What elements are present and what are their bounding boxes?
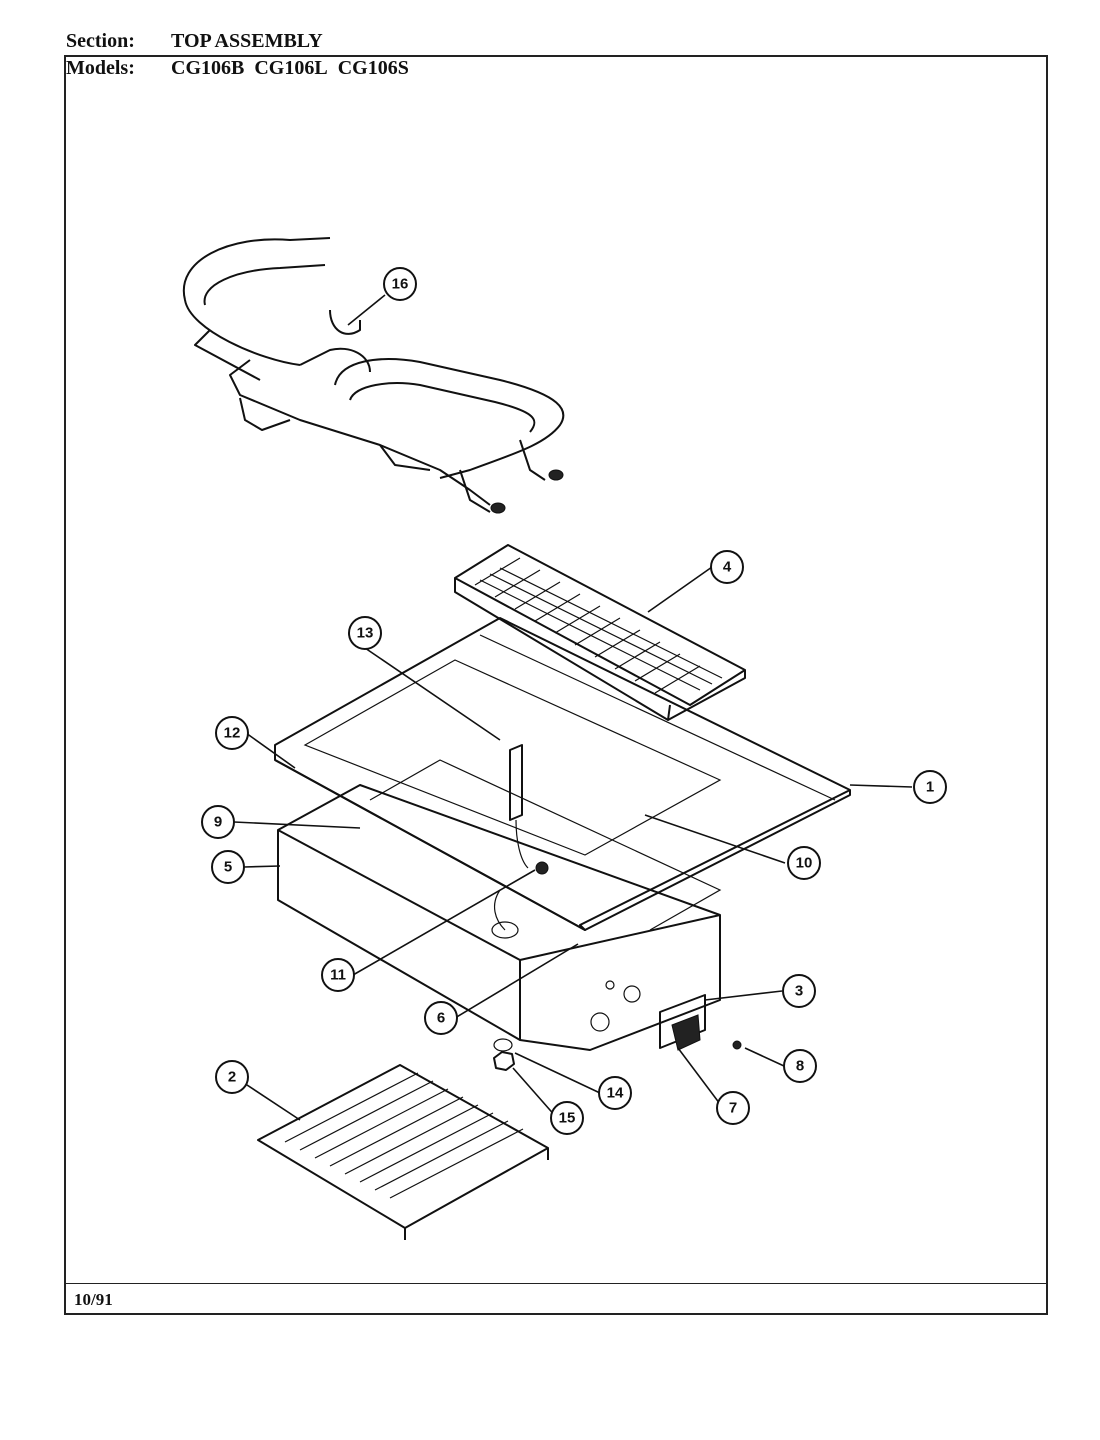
svg-text:1: 1 (926, 779, 934, 796)
callout-2: 2 (215, 1060, 249, 1094)
svg-text:16: 16 (392, 276, 409, 293)
svg-text:8: 8 (796, 1058, 804, 1075)
svg-text:7: 7 (729, 1100, 737, 1117)
callout-7: 7 (716, 1091, 750, 1125)
model-number: CG106S (337, 57, 409, 79)
callout-14: 14 (598, 1076, 632, 1110)
callout-10: 10 (787, 846, 821, 880)
callout-1: 1 (913, 770, 947, 804)
svg-text:6: 6 (437, 1010, 445, 1027)
svg-text:13: 13 (357, 625, 374, 642)
burner-assembly (182, 237, 565, 514)
section-title: TOP ASSEMBLY (171, 30, 323, 52)
top-frame (274, 617, 851, 931)
svg-text:10: 10 (796, 855, 813, 872)
callout-6: 6 (424, 1001, 458, 1035)
callout-11: 11 (321, 958, 355, 992)
callout-3: 3 (782, 974, 816, 1008)
svg-text:2: 2 (228, 1069, 236, 1086)
model-number: CG106B (171, 57, 245, 79)
models-heading: Models: CG106B CG106L CG106S (66, 57, 419, 80)
models-list: CG106B CG106L CG106S (171, 57, 419, 80)
igniter-and-valve (493, 744, 549, 931)
svg-text:4: 4 (723, 559, 732, 576)
callout-9: 9 (201, 805, 235, 839)
top-grate (454, 544, 746, 721)
control-bracket (659, 994, 742, 1051)
section-label: Section: (66, 30, 135, 52)
leader-lines (233, 294, 913, 1121)
revision-date: 10/91 (74, 1290, 113, 1309)
models-label: Models: (66, 57, 135, 79)
callout-4: 4 (710, 550, 744, 584)
svg-text:14: 14 (607, 1085, 624, 1102)
svg-text:9: 9 (214, 814, 222, 831)
svg-text:5: 5 (224, 859, 232, 876)
callout-15: 15 (550, 1101, 584, 1135)
svg-text:11: 11 (330, 967, 346, 984)
callout-8: 8 (783, 1049, 817, 1083)
callout-12: 12 (215, 716, 249, 750)
svg-text:15: 15 (559, 1110, 576, 1127)
diagram-frame (64, 55, 1048, 1315)
burner-box (277, 759, 722, 1051)
callout-16: 16 (383, 267, 417, 301)
svg-text:3: 3 (795, 983, 803, 1000)
svg-text:12: 12 (224, 725, 241, 742)
section-heading: Section: TOP ASSEMBLY (66, 30, 323, 53)
model-number: CG106L (254, 57, 328, 79)
callout-13: 13 (348, 616, 382, 650)
footer-divider (64, 1283, 1048, 1284)
callout-5: 5 (211, 850, 245, 884)
bottom-grate (257, 1064, 549, 1240)
nut-and-washer (493, 1038, 515, 1071)
